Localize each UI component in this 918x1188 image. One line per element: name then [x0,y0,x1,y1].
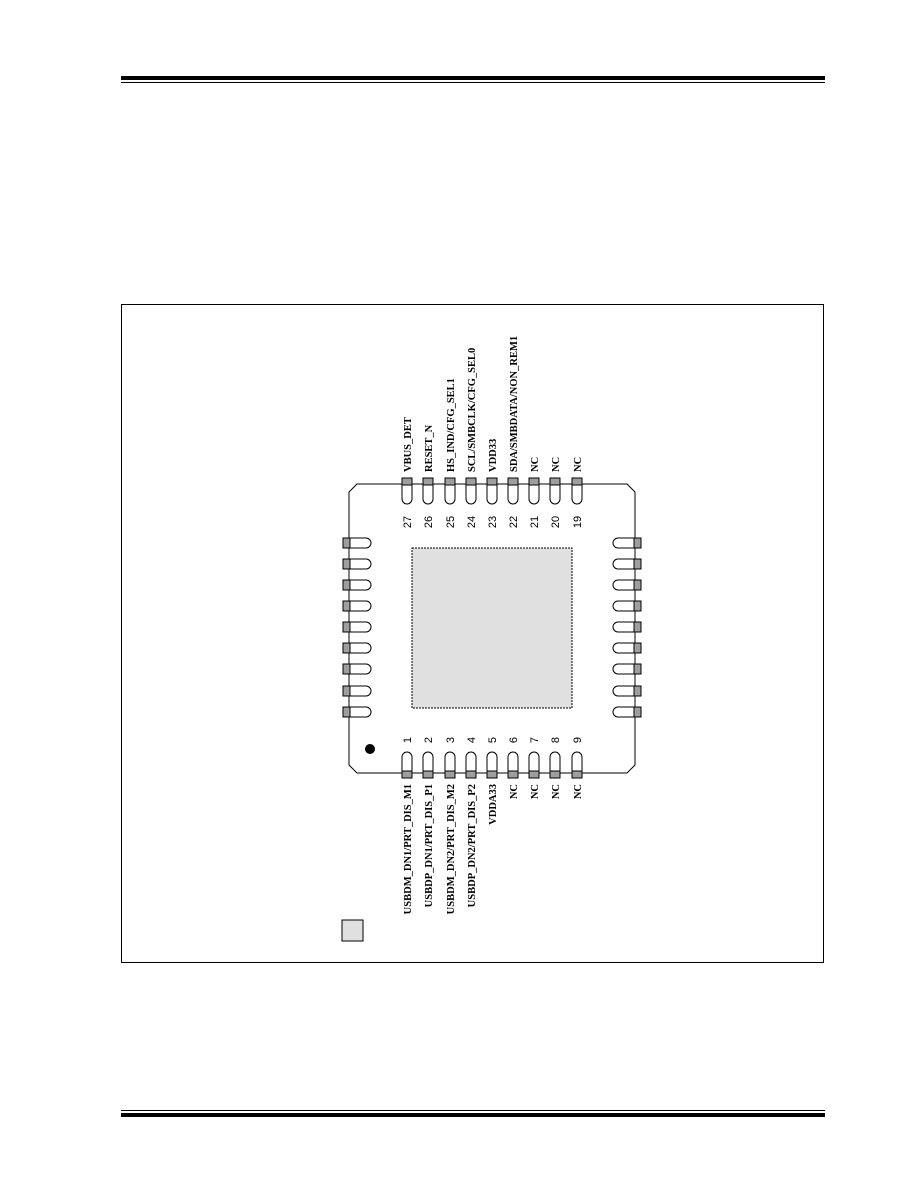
top-pin-number: 24 [466,516,478,528]
top-pin-number: 22 [508,516,520,528]
left-side-pads [342,537,372,718]
left-pad-4-contact [342,600,351,612]
bottom-pin-label: VDDA33 [488,784,499,825]
bottom-pin-number: 9 [572,737,584,743]
bottom-pad-5-contact [486,770,498,779]
top-pin-number: 25 [445,516,457,528]
pin1-indicator-dot [365,744,375,754]
top-pin-number: 19 [572,516,584,528]
bottom-pin-label: USBDM_DN2/PRT_DIS_M2 [446,784,457,914]
header-rule-thin [121,82,825,83]
left-pad-9-contact [342,706,351,718]
right-side-pads [612,537,642,718]
top-pin-label: VDD33 [488,439,499,472]
bottom-pin-number: 1 [402,737,414,743]
footer-rule-thick [121,1113,825,1117]
left-pad-8-contact [342,685,351,697]
top-pin-number: 23 [487,516,499,528]
right-pad-2-contact [633,558,642,570]
bottom-pin-label: USBDP_DN2/PRT_DIS_P2 [467,784,478,907]
bottom-pin-label: NC [530,784,541,799]
bottom-pin-number: 4 [466,737,478,743]
top-pad-25-contact [444,477,456,486]
bottom-pad-7-contact [528,770,540,779]
bottom-pin-number: 5 [487,737,499,743]
top-pin-label: RESET_N [424,424,435,472]
left-pad-5-contact [342,621,351,633]
top-pad-22-contact [507,477,519,486]
footer-rule-thin [121,1110,825,1111]
bottom-pad-2-contact [422,770,434,779]
top-pin-number: 26 [423,516,435,528]
bottom-pin-label: NC [551,784,562,799]
bottom-pin-label: NC [573,784,584,799]
bottom-pin-number: 7 [529,737,541,743]
bottom-pad-3-contact [444,770,456,779]
top-pin-label: VBUS_DET [403,417,414,472]
bottom-pin-number: 8 [550,737,562,743]
right-pad-3-contact [633,579,642,591]
header-rule-thick [121,76,825,80]
top-pad-27-contact [401,477,413,486]
top-pin-label: NC [530,457,541,472]
top-pad-26-contact [422,477,434,486]
top-pin-label: NC [573,457,584,472]
top-pad-20-contact [549,477,561,486]
bottom-pad-9-contact [571,770,583,779]
left-pad-2-contact [342,558,351,570]
bottom-pad-1-contact [401,770,413,779]
left-pad-1-contact [342,537,351,549]
top-pin-label: SDA/SMBDATA/NON_REM1 [509,336,520,472]
left-pad-6-contact [342,642,351,654]
bottom-pin-number: 6 [508,737,520,743]
bottom-pin-label: USBDM_DN1/PRT_DIS_M1 [403,784,414,914]
right-pad-9-contact [633,706,642,718]
top-side-pins: 27 VBUS_DET 26 RESET_N 25 HS_IND/CFG_SEL1 24 SC… [401,336,584,528]
right-pad-8-contact [633,685,642,697]
exposed-pad [411,547,573,709]
top-pin-label: SCL/SMBCLK/CFG_SEL0 [467,348,478,472]
top-pad-19-contact [571,477,583,486]
bottom-pin-number: 2 [423,737,435,743]
left-pad-7-contact [342,663,351,675]
top-pad-21-contact [528,477,540,486]
bottom-pin-label: NC [509,784,520,799]
right-pad-6-contact [633,642,642,654]
top-pin-label: NC [551,457,562,472]
bottom-pad-6-contact [507,770,519,779]
right-pad-7-contact [633,663,642,675]
top-pin-label: HS_IND/CFG_SEL1 [446,378,457,472]
right-pad-1-contact [633,537,642,549]
bottom-pin-label: USBDP_DN1/PRT_DIS_P1 [424,784,435,907]
top-pin-number: 27 [402,516,414,528]
right-pad-5-contact [633,621,642,633]
package-figure-frame [121,304,824,963]
top-pin-number: 21 [529,516,541,528]
right-pad-4-contact [633,600,642,612]
bottom-pad-4-contact [465,770,477,779]
bottom-pad-8-contact [549,770,561,779]
top-pin-number: 20 [550,516,562,528]
top-pad-24-contact [465,477,477,486]
bottom-pin-number: 3 [445,737,457,743]
exposed-pad-legend-swatch [341,919,364,942]
top-pad-23-contact [486,477,498,486]
left-pad-3-contact [342,579,351,591]
